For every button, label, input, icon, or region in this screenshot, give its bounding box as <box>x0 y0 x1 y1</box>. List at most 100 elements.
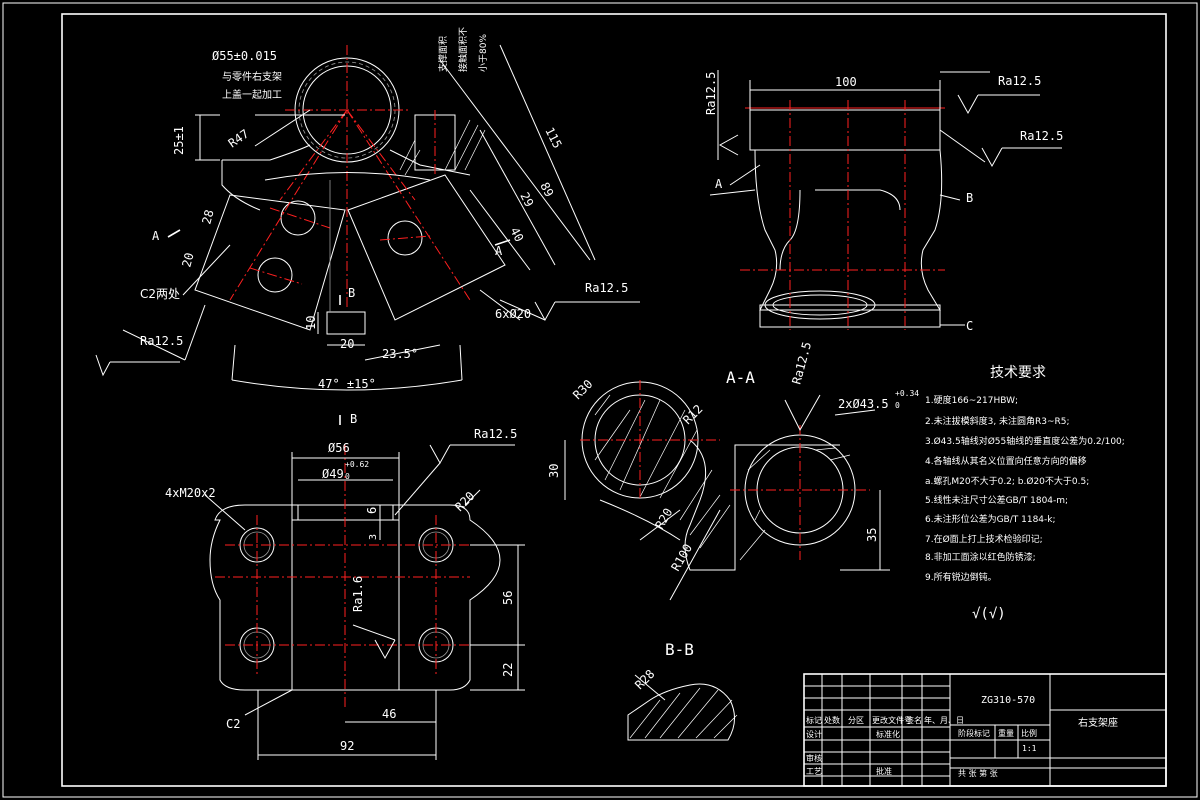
threads-4xm20: 4xM20x2 <box>165 486 216 500</box>
dim-56: 56 <box>501 591 515 605</box>
inner-frame <box>61 13 1167 787</box>
dim-main-bore: Ø55±0.015 <box>212 49 277 63</box>
dim-6: 6 <box>365 507 379 514</box>
tb-weight: 重量 <box>998 728 1014 738</box>
tech-item-8: 8.非加工面涂以红色防锈漆; <box>925 551 1036 563</box>
dim-bore-tol-up: +0.34 <box>895 389 919 398</box>
angle-23-5: 23.5° <box>382 347 418 361</box>
tb-design: 设计 <box>806 729 822 739</box>
tech-item-7: 7.在Ø面上打上技术检验印记; <box>925 533 1043 545</box>
dim-29: 29 <box>517 190 536 209</box>
note-vert-1: 支撑面积 <box>437 36 449 72</box>
dim-89: 89 <box>537 180 556 199</box>
ra-top-right: Ra12.5 <box>998 74 1041 88</box>
label-a: A <box>715 177 723 191</box>
dim-28: 28 <box>199 208 216 226</box>
note-c2: C2 <box>226 717 240 731</box>
dim-r30: R30 <box>570 377 595 402</box>
roughness-symbol: √(√) <box>972 606 1006 622</box>
dim-22: 22 <box>501 663 515 677</box>
section-aa: A-A R30 R12 R20 R100 30 35 2xØ43.5 +0.34… <box>547 340 919 601</box>
tb-label-file: 更改文件号 <box>872 715 912 725</box>
view-bottom-left: Ø56 Ø49 +0.62 0 Ra12.5 4xM20x2 R20 6 3 R… <box>165 427 525 760</box>
dim-92: 92 <box>340 739 354 753</box>
dim-bore-tol-low: 0 <box>895 401 900 410</box>
section-b-top: B <box>348 286 355 300</box>
tb-approve: 批准 <box>876 766 892 776</box>
dim-25: 25±1 <box>172 126 186 155</box>
section-b-bottom: B <box>350 412 357 426</box>
left-arm <box>194 194 346 331</box>
tb-label-sign: 签名 <box>906 715 922 725</box>
view-top-left: Ø55±0.015 与零件右支架 上盖一起加工 25±1 R47 28 20 1… <box>95 27 640 426</box>
ra-left: Ra12.5 <box>140 334 183 348</box>
tb-standardize: 标准化 <box>876 729 900 739</box>
dim-30-aa: 30 <box>547 464 561 478</box>
tech-requirements: 技术要求 1.硬度166~217HBW; 2.未注拔模斜度3, 未注圆角R3~R… <box>925 365 1125 622</box>
dim-3: 3 <box>368 534 379 540</box>
ra-vertical: Ra12.5 <box>704 72 718 115</box>
label-b: B <box>966 191 973 205</box>
tech-item-2: 2.未注拔模斜度3, 未注圆角R3~R5; <box>925 415 1070 427</box>
tb-stage: 阶段标记 <box>958 728 990 738</box>
tb-process: 工艺 <box>806 767 822 776</box>
section-bb-title: B-B <box>665 640 694 659</box>
ra-center: Ra1.6 <box>351 576 365 612</box>
title-block: ZG310-570 右支架座 1:1 标记 处数 分区 更改文件号 签名 年、月… <box>803 673 1167 787</box>
label-c: C <box>966 319 973 333</box>
note-vert-2: 接触面积不 <box>457 27 469 72</box>
section-bb: B-B R28 <box>627 640 738 741</box>
tb-label-mark: 标记 <box>806 715 822 725</box>
holes-6x20: 6xØ20 <box>495 307 531 321</box>
tb-review: 审核 <box>806 753 822 763</box>
dim-100: 100 <box>835 75 857 89</box>
tech-item-1: 1.硬度166~217HBW; <box>925 394 1018 406</box>
title-material: ZG310-570 <box>981 695 1035 706</box>
hole-right-1 <box>387 220 423 256</box>
dim-dia49-tol-low: 0 <box>345 472 350 481</box>
tb-label-zone: 分区 <box>848 716 864 725</box>
tech-item-4: 4.各轴线从其名义位置向任意方向的偏移 <box>925 455 1087 467</box>
dim-35-aa: 35 <box>865 528 879 542</box>
title-scale: 1:1 <box>1022 744 1037 753</box>
dim-bore-43: 2xØ43.5 <box>838 397 889 411</box>
dim-r20: R20 <box>452 489 477 514</box>
dim-r12: R12 <box>680 402 705 427</box>
note-process-2: 上盖一起加工 <box>222 88 282 101</box>
note-process-1: 与零件右支架 <box>222 70 282 83</box>
tb-label-count: 处数 <box>824 715 840 725</box>
flange-outline <box>209 504 501 691</box>
dim-dia56: Ø56 <box>328 441 350 455</box>
right-arm <box>347 174 506 321</box>
dim-46: 46 <box>382 707 396 721</box>
dim-115: 115 <box>542 125 564 151</box>
dim-dia49: Ø49 <box>322 467 344 481</box>
tb-scale-label: 比例 <box>1021 728 1037 738</box>
view-top-right: 100 Ra12.5 Ra12.5 Ra12.5 A B C <box>704 70 1063 333</box>
ra-bottom-top: Ra12.5 <box>474 427 517 441</box>
dim-40: 40 <box>507 225 526 244</box>
hole-left-1 <box>280 200 316 236</box>
angle-47: 47° ±15° <box>318 377 376 391</box>
note-vert-3: 小于80% <box>478 34 489 72</box>
ra-right: Ra12.5 <box>585 281 628 295</box>
section-a-right: A <box>495 244 503 258</box>
tech-item-6: 6.未注形位公差为GB/T 1184-k; <box>925 513 1056 525</box>
ra-aa: Ra12.5 <box>789 340 814 386</box>
hole-left-2 <box>257 257 293 293</box>
tech-item-9: 9.所有锐边倒钝。 <box>925 571 997 583</box>
tech-item-4a: a.螺孔M20不大于0.2; b.Ø20不大于0.5; <box>925 475 1089 487</box>
tech-title: 技术要求 <box>990 365 1046 381</box>
dim-r100: R100 <box>668 541 695 573</box>
dim-r47: R47 <box>226 127 252 151</box>
ra-right-2: Ra12.5 <box>1020 129 1063 143</box>
tech-item-3: 3.Ø43.5轴线对Ø55轴线的垂直度公差为0.2/100; <box>925 435 1125 447</box>
dim-10: 10 <box>304 316 318 330</box>
dim-r28: R28 <box>632 667 657 692</box>
dim-20b: 20 <box>340 337 354 351</box>
title-part-name: 右支架座 <box>1078 716 1118 729</box>
dim-20: 20 <box>179 251 196 269</box>
tb-label-date: 年、月、日 <box>924 715 964 725</box>
